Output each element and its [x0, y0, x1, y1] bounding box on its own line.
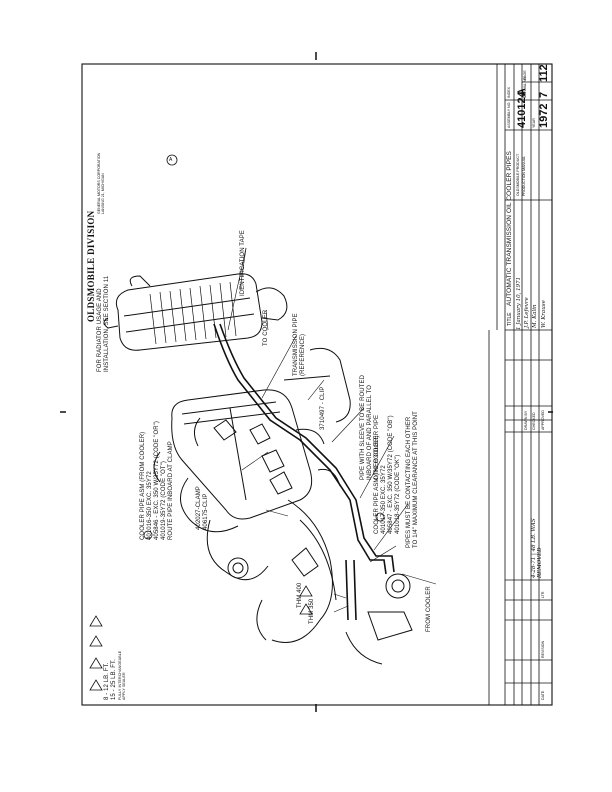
- division-name: OLDSMOBILE DIVISION: [86, 210, 96, 322]
- revision-note: 4-28-71 | 48 LB. WAS REMOVED: [531, 518, 543, 578]
- callout-thm400: THM 400: [297, 582, 303, 608]
- index-label: INDEX: [507, 87, 511, 98]
- division-header: OLDSMOBILE DIVISION: [86, 211, 96, 322]
- callout-cooler-pipe-from: COOLER PIPE ASM (FROM COOLER) 401016-350…: [140, 421, 175, 540]
- revision-label: REVISION: [541, 640, 545, 658]
- sleeve-note-line-1: PIPE WITH SLEEVE TO BE ROUTED: [360, 374, 366, 480]
- clamp-label: 402027-CLAMP: [196, 486, 202, 530]
- hand-approved-2: W. Krause: [541, 300, 547, 328]
- drawing-border: [81, 63, 553, 706]
- title-block-grid: [488, 64, 552, 705]
- cooler-pipe-from-line-2: 401016-350 EXC. 35Y72: [147, 471, 153, 540]
- title-text: AUTOMATIC TRANSMISSION OIL COOLER PIPES: [506, 151, 513, 306]
- cooler-pipe-to-line-1: COOLER PIPE ASM (TO COOLER): [374, 435, 380, 534]
- year-label: YEAR: [532, 118, 536, 128]
- product-manual-label: PRODUCTION MANUAL: [522, 155, 526, 196]
- torque-line-2: 15 - 25 LB. FT.: [111, 659, 117, 700]
- drawn-by-label: DRAWN BY: [524, 410, 528, 430]
- radiator-note-line-1: FOR RADIATOR USAGE AND: [97, 288, 103, 372]
- division-subtitle-2: LANSING 21, MICHIGAN: [101, 173, 105, 214]
- cooler-pipe-to-line-2: 401017-350 EXC. 35Y72: [381, 465, 387, 534]
- callout-to-cooler: TO COOLER: [263, 309, 269, 346]
- date-label: DATE: [541, 690, 545, 700]
- hand-drawn-by: 1 January 10, 1971: [516, 276, 522, 330]
- engine-block-shape: [153, 347, 413, 665]
- torque-line-1: 8 - 12 LB. FT.: [104, 662, 110, 700]
- checked-by-label: CHECKED: [532, 412, 536, 430]
- torque-line-4: APPLY SEALER: [122, 672, 126, 700]
- callout-pipes-contact: PIPES MUST BE CONTACTING EACH OTHER TO 1…: [406, 411, 420, 548]
- hand-approved: M. Kalin: [532, 304, 538, 328]
- transmission-pipe-line-1: TRANSMISSION PIPE: [293, 313, 299, 376]
- callout-clip-3710497: 3710497 - CLIP: [320, 386, 326, 430]
- division-subtitle: GENERAL MOTORS CORPORATION LANSING 21, M…: [97, 153, 105, 214]
- cooler-pipe-from-line-4: 401019-35Y72 (CODE "OT"): [161, 460, 167, 540]
- cooler-pipe-to-line-4: 401018-35Y72 (CODE "OK"): [395, 454, 401, 534]
- title-text-wrap: AUTOMATIC TRANSMISSION OIL COOLER PIPES: [506, 126, 513, 326]
- callout-clamp-clip: 402027-CLAMP 406175-CLIP: [196, 486, 210, 530]
- callout-transmission-pipe: TRANSMISSION PIPE (REFERENCE): [293, 313, 307, 376]
- leader-lines: [227, 247, 437, 613]
- cooler-pipe-lines: [213, 323, 395, 621]
- transmission-pipe-line-2: (REFERENCE): [300, 333, 306, 376]
- ltr-label: LTR: [541, 591, 545, 598]
- pipes-contact-line-2: TO 1/4" MAXIMUM CLEARANCE AT THIS POINT: [413, 411, 419, 548]
- torque-legend: 8 - 12 LB. FT. 15 - 25 LB. FT. FULLY INT…: [104, 651, 126, 700]
- page-label: PAGE: [523, 70, 527, 80]
- cooler-pipe-from-line-5: ROUTE PIPE INBOARD AT CLAMP: [168, 441, 174, 540]
- page-value: 112: [538, 64, 550, 82]
- callout-thm350: THM 350: [309, 598, 315, 624]
- sleeve-note-line-2: INBOARD OF AND PARALLEL TO: [367, 384, 373, 480]
- cooler-pipe-from-line-1: COOLER PIPE ASM (FROM COOLER): [140, 431, 146, 540]
- cooler-pipe-from-line-3: 405846 - EXC. 350 W/35Y72 (CODE "OR"): [154, 420, 160, 540]
- section-value: 7: [538, 91, 550, 98]
- radiator-note-line-2: INSTALLATION, SEE SECTION 11: [104, 275, 110, 372]
- pipes-contact-line-1: PIPES MUST BE CONTACTING EACH OTHER: [406, 416, 412, 548]
- clip-406175-label: 406175-CLIP: [203, 493, 209, 530]
- callout-from-cooler: FROM COOLER: [426, 586, 432, 632]
- oldsmobile-product-label: OLDSMOBILE PRODUCT: [516, 153, 520, 196]
- callout-radiator-note: FOR RADIATOR USAGE AND INSTALLATION, SEE…: [97, 276, 111, 372]
- callout-identification-tape: IDENTIFICATION TAPE: [240, 230, 246, 296]
- assembly-no-label: ASSEMBLY NO.: [507, 101, 511, 128]
- cooler-pipe-to-line-3: 405847 - EXC. 350 W/35Y72 (CODE "OB"): [388, 415, 394, 534]
- circle-a-mark: A: [169, 157, 173, 163]
- radiator-shape: [103, 273, 288, 351]
- approved-label: APPROVED: [541, 410, 545, 430]
- callout-cooler-pipe-to: COOLER PIPE ASM (TO COOLER) 401017-350 E…: [374, 415, 402, 534]
- torque-symbols: [89, 154, 385, 691]
- year-value: 1972: [538, 103, 550, 128]
- hand-checked: J.P. Lefevre: [524, 297, 530, 328]
